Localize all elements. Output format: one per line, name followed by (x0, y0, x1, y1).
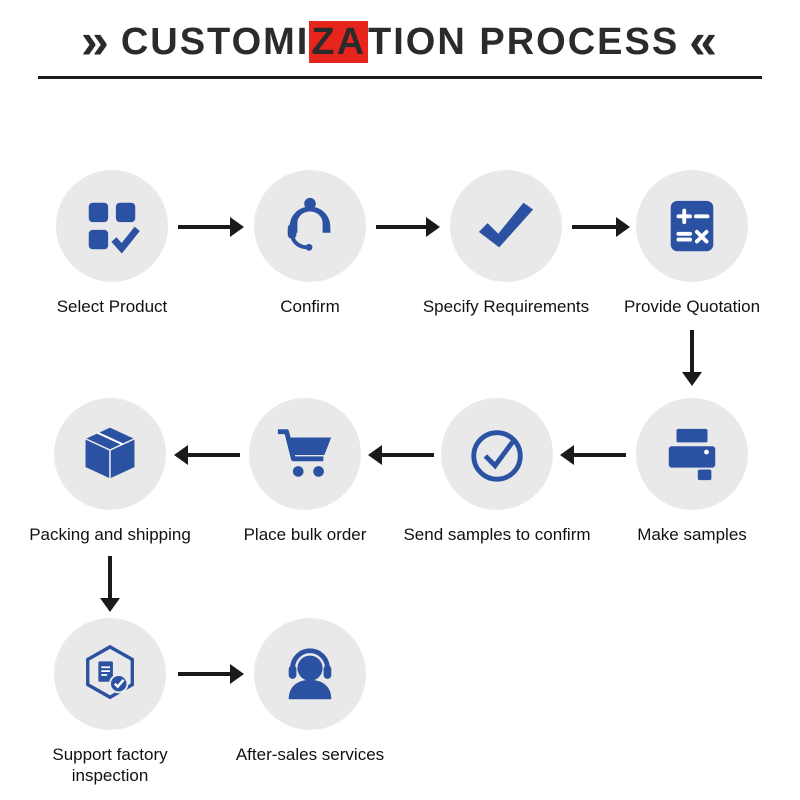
customer-service-icon (287, 197, 331, 251)
headset-support-icon (288, 648, 332, 700)
step-circle (56, 170, 168, 282)
step-label: Specify Requirements (422, 297, 590, 316)
title-part1: CUSTOMI (120, 21, 310, 63)
step-place-bulk-order: Place bulk order (225, 398, 385, 545)
step-circle (54, 618, 166, 730)
step-label: Packing and shipping (29, 525, 191, 544)
left-chevrons-decoration: » (81, 13, 111, 69)
factory-inspection-icon (86, 644, 134, 700)
circle-check-icon (471, 430, 523, 482)
shopping-cart-icon (277, 429, 332, 477)
step-label: After-sales services (235, 745, 385, 764)
step-packing-shipping: Packing and shipping (29, 398, 191, 545)
step-label: Send samples to confirm (403, 525, 591, 544)
arrow-right (376, 217, 440, 237)
right-chevrons-decoration: « (689, 13, 719, 69)
step-circle (441, 398, 553, 510)
title-underline (38, 76, 762, 79)
step-label: Place bulk order (243, 525, 367, 544)
step-circle (254, 170, 366, 282)
arrow-left (174, 445, 240, 465)
step-specify-requirements: Specify Requirements (422, 170, 590, 317)
calculator-icon (670, 200, 714, 252)
arrow-left (368, 445, 434, 465)
step-circle (54, 398, 166, 510)
arrow-right (572, 217, 630, 237)
step-circle (636, 398, 748, 510)
step-circle (450, 170, 562, 282)
title-highlight: ZA (309, 21, 369, 63)
step-send-samples: Send samples to confirm (403, 398, 591, 545)
step-label: Make samples (637, 525, 747, 544)
step-circle (254, 618, 366, 730)
step-provide-quotation: Provide Quotation (612, 170, 772, 317)
step-confirm: Confirm (230, 170, 390, 317)
step-circle (249, 398, 361, 510)
arrow-right (178, 664, 244, 684)
checkmark-icon (478, 202, 534, 248)
product-grid-check-icon (88, 202, 140, 254)
arrow-left (560, 445, 626, 465)
printer-icon (668, 428, 716, 481)
step-make-samples: Make samples (612, 398, 772, 545)
step-select-product: Select Product (32, 170, 192, 317)
page-title: »CUSTOMIZATION PROCESS« (0, 12, 800, 70)
arrow-down (682, 330, 702, 386)
step-label: Select Product (56, 297, 168, 316)
step-label: Support factory inspection (52, 745, 168, 786)
arrow-down (100, 556, 120, 612)
step-factory-inspection: Support factory inspection (30, 618, 190, 787)
step-circle (636, 170, 748, 282)
step-label: Confirm (280, 297, 340, 316)
package-box-icon (83, 426, 137, 481)
step-after-sales: After-sales services (230, 618, 390, 765)
step-label: Provide Quotation (623, 297, 761, 316)
arrow-right (178, 217, 244, 237)
title-part2: TION PROCESS (368, 21, 680, 63)
